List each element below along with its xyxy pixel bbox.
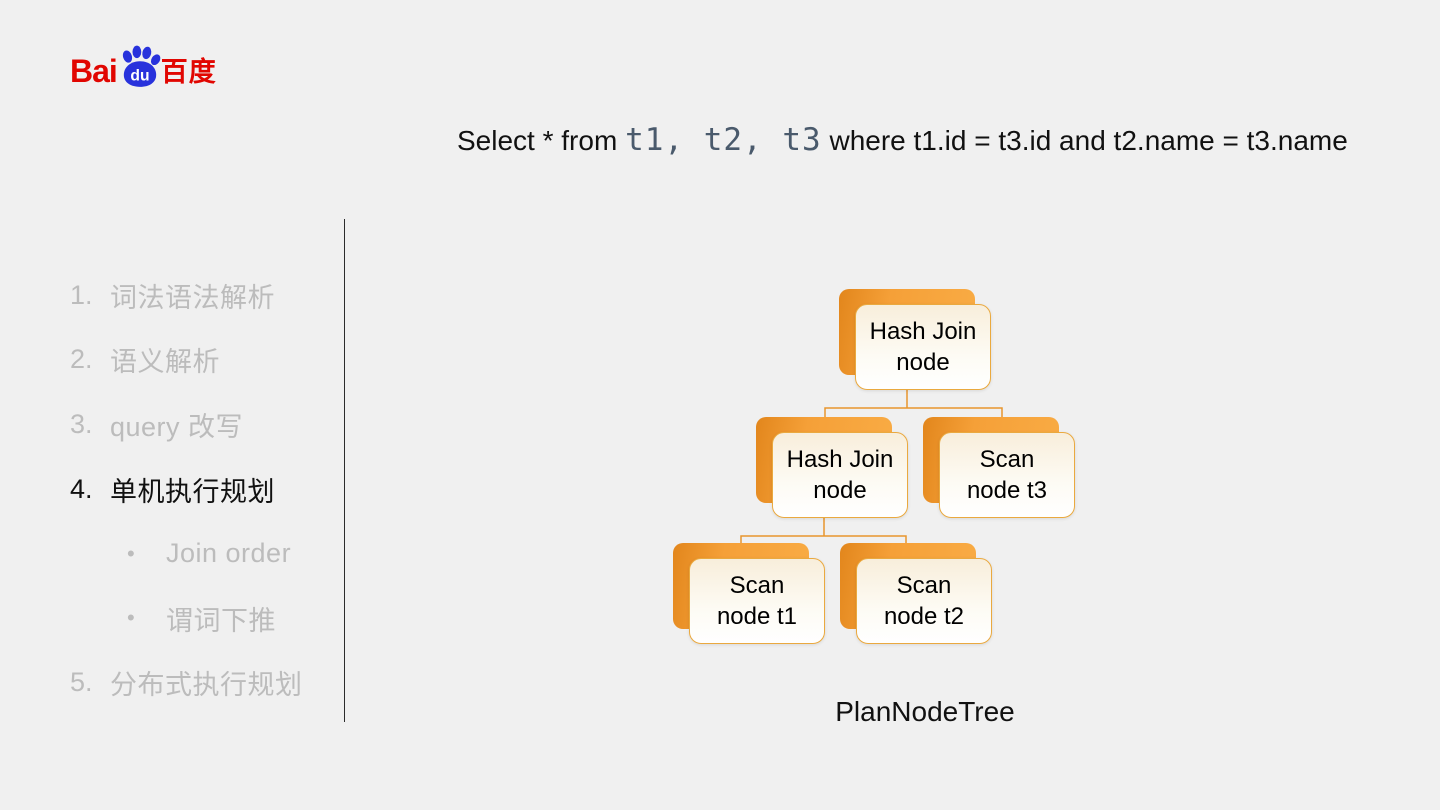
item-marker: 4.	[70, 473, 93, 504]
bullet-marker: •	[127, 540, 135, 566]
tree-caption: PlanNodeTree	[835, 696, 1015, 727]
query-where-clause: where t1.id = t3.id and t2.name = t3.nam…	[821, 125, 1348, 156]
node-label-line2: node	[813, 477, 867, 504]
baidu-logo: Bai du 百度	[70, 44, 217, 90]
tree-node-scan-t1: Scan node t1	[673, 543, 825, 644]
node-front-shape: Scan node t2	[856, 558, 992, 644]
node-label-line2: node	[896, 349, 950, 376]
query-prefix: Select * from	[457, 125, 626, 156]
item-marker: 2.	[70, 344, 93, 375]
sidebar-item-query-rewrite: 3. query 改写	[70, 392, 330, 457]
item-marker: 3.	[70, 408, 93, 439]
item-label: query 改写	[110, 411, 244, 442]
node-label-line1: Scan	[979, 446, 1035, 473]
node-label-line1: Scan	[729, 572, 785, 599]
sidebar-subitem-predicate-pushdown: • 谓词下推	[70, 586, 330, 651]
item-marker: 5.	[70, 667, 93, 698]
sql-query-title: Select * from t1, t2, t3 where t1.id = t…	[457, 122, 1348, 158]
sidebar-item-single-machine-plan: 4. 单机执行规划	[70, 457, 330, 522]
baidu-logo-chinese-text: 百度	[160, 57, 217, 87]
baidu-paw-icon: du	[122, 45, 161, 87]
sidebar-item-distributed-plan: 5. 分布式执行规划	[70, 651, 330, 716]
node-front-shape: Hash Join node	[772, 432, 908, 518]
item-label: 语义解析	[110, 347, 220, 378]
tree-node-scan-t3: Scan node t3	[923, 417, 1075, 518]
node-label-line2: node t3	[966, 477, 1048, 504]
node-label-line2: node t1	[716, 603, 798, 630]
node-label-line1: Hash Join	[786, 446, 894, 473]
node-label-line2: node t2	[883, 603, 965, 630]
item-label: 谓词下推	[166, 605, 276, 636]
vertical-divider	[344, 219, 345, 722]
baidu-logo-bai-text: Bai	[70, 53, 118, 89]
query-table-list: t1, t2, t3	[625, 122, 822, 158]
bullet-marker: •	[127, 605, 135, 631]
tree-node-scan-t2: Scan node t2	[840, 543, 992, 644]
node-label-line1: Scan	[896, 572, 952, 599]
agenda-sidebar: 1. 词法语法解析 2. 语义解析 3. query 改写 4. 单机执行规划 …	[70, 263, 330, 715]
item-label: Join order	[166, 538, 292, 569]
item-label: 单机执行规划	[110, 476, 275, 507]
sidebar-item-lexical-parse: 1. 词法语法解析	[70, 263, 330, 328]
item-marker: 1.	[70, 279, 93, 310]
tree-node-hash-join-child: Hash Join node	[756, 417, 908, 518]
node-label-line1: Hash Join	[869, 318, 977, 345]
item-label: 词法语法解析	[110, 282, 275, 313]
item-label: 分布式执行规划	[110, 670, 303, 701]
tree-node-hash-join-root: Hash Join node	[839, 289, 991, 390]
sidebar-subitem-join-order: • Join order	[70, 521, 330, 586]
node-front-shape: Scan node t1	[689, 558, 825, 644]
sidebar-item-semantic-parse: 2. 语义解析	[70, 328, 330, 393]
node-front-shape: Hash Join node	[855, 304, 991, 390]
node-front-shape: Scan node t3	[939, 432, 1075, 518]
baidu-logo-du-text: du	[130, 68, 149, 85]
